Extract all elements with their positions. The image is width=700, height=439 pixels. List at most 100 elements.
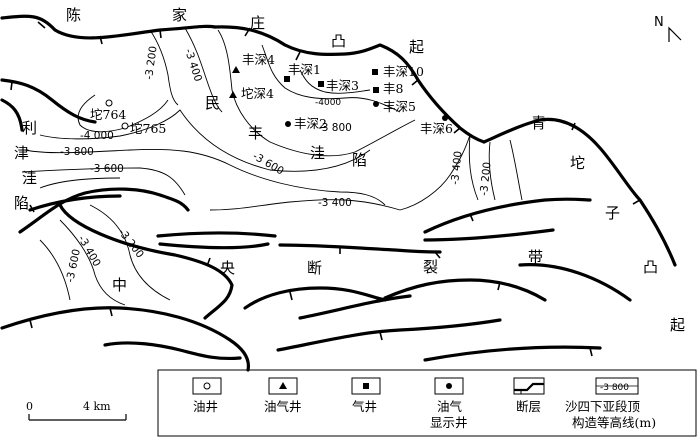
fault-lines — [0, 14, 677, 372]
contour-labels: -3 200 -3 400 -4000 -3 800 -3 600 -4 000… — [60, 45, 494, 283]
oil-gas-well-marker — [229, 91, 237, 98]
legend-label-oil: 油井 — [193, 399, 218, 414]
contour-label: -3 200 — [478, 161, 493, 196]
contour-line — [39, 239, 71, 301]
legend-box — [192, 377, 222, 395]
gas-well-marker — [284, 76, 290, 82]
show-well-icon — [446, 383, 452, 389]
region-label-tuo: 坨 — [570, 154, 585, 172]
well-label: 坨764 — [90, 107, 126, 122]
fault-line — [18, 187, 190, 234]
fault-tick — [206, 257, 211, 267]
fault-tick — [434, 251, 441, 259]
fault-tick — [109, 307, 113, 317]
fault-ticks — [10, 21, 641, 357]
fault-line — [0, 98, 24, 132]
fault-tick — [289, 291, 293, 301]
fault-tick — [29, 319, 33, 329]
legend-label-show-2: 显示井 — [430, 415, 468, 430]
region-label-feng: 丰 — [248, 124, 263, 142]
scale-length: 4 km — [83, 400, 111, 413]
contour-label: -3 800 — [60, 146, 94, 158]
contour-line — [488, 141, 496, 201]
region-label-xian: 陷 — [352, 151, 367, 169]
legend-box — [513, 377, 545, 395]
contour-label: -3 600 — [90, 163, 124, 175]
legend-label-oil-gas: 油气井 — [264, 399, 302, 414]
fault-tick — [411, 79, 419, 86]
contour-line — [299, 69, 371, 94]
fault-tick — [10, 81, 13, 91]
gas-well-marker — [372, 69, 378, 75]
fault-tick — [497, 281, 501, 291]
region-label-qing: 青 — [531, 114, 546, 132]
fault-line — [243, 286, 387, 310]
region-label-qi2: 起 — [670, 316, 685, 334]
contour-line — [39, 109, 371, 172]
show-well-marker — [373, 101, 379, 107]
legend-frame — [157, 369, 697, 437]
fault-tick — [632, 199, 641, 205]
scale-bar: 0 4 km — [26, 400, 127, 421]
contour-label: -4000 — [315, 98, 341, 108]
gas-well-icon — [363, 383, 369, 389]
contour-line — [209, 199, 401, 211]
scale-zero: 0 — [26, 400, 33, 413]
wells: 丰深4 坨深4 丰深1 丰深3 丰深10 丰8 丰深5 丰深2 丰深6 坨764… — [90, 52, 453, 136]
contour-line — [77, 94, 169, 133]
contour-line — [59, 219, 126, 306]
fault-line — [28, 194, 122, 212]
well-label: 坨765 — [130, 121, 166, 136]
well-label: 坨深4 — [241, 86, 274, 101]
legend-label-fault: 断层 — [516, 399, 541, 414]
fault-line — [158, 242, 270, 250]
legend-label-contour-2: 构造等高线(m) — [572, 415, 656, 430]
contour-line — [184, 27, 223, 113]
well-label: 丰深2 — [294, 116, 327, 131]
contour-label: -3 400 — [318, 197, 352, 209]
fault-line — [278, 243, 442, 254]
contour-lines — [21, 27, 523, 306]
north-label: N — [654, 15, 664, 30]
fault-tick — [99, 35, 103, 45]
legend-box — [351, 377, 381, 395]
contour-line — [39, 177, 121, 189]
fault-line — [0, 14, 217, 40]
contour-line — [149, 29, 179, 106]
contour-label: -3 400 — [449, 150, 464, 185]
fault-line — [298, 294, 412, 320]
oil-gas-well-marker — [232, 66, 240, 73]
region-label-chen: 陈 — [66, 6, 81, 24]
fault-line — [423, 228, 555, 242]
legend-contour-sample: -3 800 — [600, 383, 629, 393]
oil-gas-well-icon — [279, 382, 287, 389]
region-label-qi: 起 — [409, 38, 424, 56]
contour-label: -3 800 — [318, 122, 352, 134]
gas-well-marker — [318, 81, 324, 87]
contour-line — [89, 204, 171, 301]
fault-tick — [29, 204, 35, 213]
fault-line — [103, 341, 242, 361]
fault-tick — [295, 51, 301, 61]
contour-line — [21, 167, 186, 196]
fault-tick — [379, 331, 383, 341]
region-label-li: 利 — [22, 119, 37, 137]
fault-line — [156, 231, 277, 238]
contour-label: -3 200 — [116, 226, 146, 260]
region-label-tu: 凸 — [331, 32, 346, 50]
region-label-zi: 子 — [605, 204, 620, 222]
fault-line — [423, 345, 602, 362]
well-label: 丰深1 — [288, 62, 321, 77]
contour-line — [24, 148, 386, 206]
show-well-marker — [442, 115, 448, 121]
fault-line — [0, 306, 251, 372]
region-label-min: 民 — [205, 94, 220, 112]
fault-tick — [571, 122, 576, 131]
region-label-wa2: 洼 — [22, 169, 37, 187]
region-label-jin: 津 — [14, 144, 29, 162]
region-label-dai: 带 — [528, 248, 543, 266]
fault-icon — [514, 382, 544, 392]
contour-line — [509, 139, 523, 201]
legend-label-contour-1: 沙四下亚段顶 — [565, 399, 641, 414]
